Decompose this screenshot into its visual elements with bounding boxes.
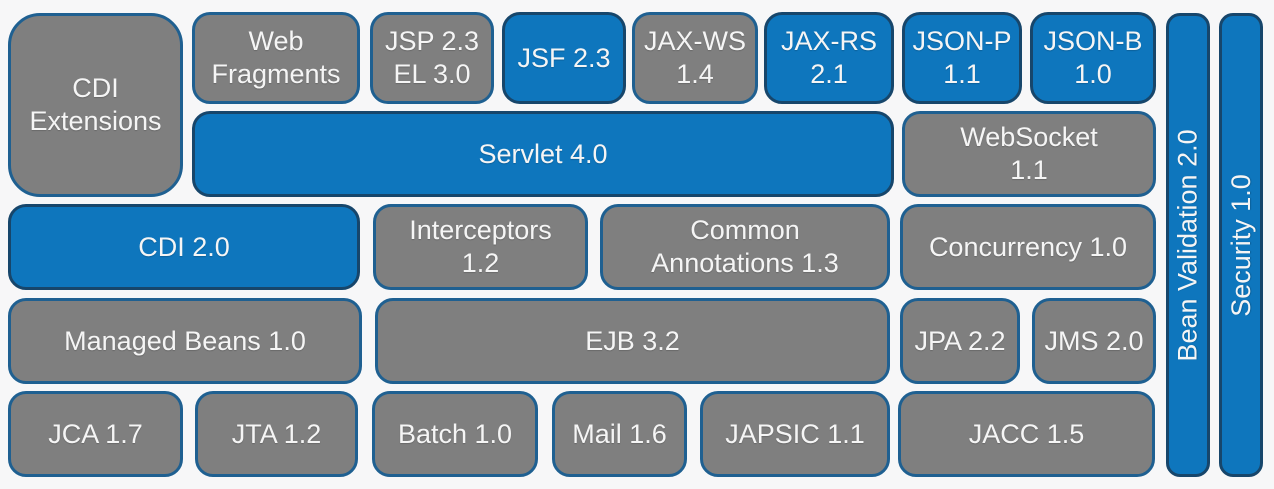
box-bean-validation: Bean Validation 2.0 <box>1166 13 1210 477</box>
box-jsp-label: JSP 2.3 EL 3.0 <box>384 26 480 89</box>
box-concurrency-label: Concurrency 1.0 <box>928 231 1128 262</box>
box-servlet: Servlet 4.0 <box>192 111 894 197</box>
box-mail: Mail 1.6 <box>552 391 687 477</box>
box-cdi-extensions-label: CDI Extensions <box>29 73 162 136</box>
box-websocket-label: WebSocket 1.1 <box>960 122 1098 185</box>
box-jax-rs: JAX-RS 2.1 <box>764 12 894 104</box>
box-web-fragments: Web Fragments <box>192 12 360 104</box>
box-managed-beans-label: Managed Beans 1.0 <box>64 325 306 356</box>
box-cdi-extensions: CDI Extensions <box>8 13 183 197</box>
box-json-p: JSON-P 1.1 <box>902 12 1022 104</box>
box-json-b-label: JSON-B 1.0 <box>1043 26 1143 89</box>
box-jacc-label: JACC 1.5 <box>968 418 1085 449</box>
box-ejb: EJB 3.2 <box>375 298 890 384</box>
box-batch-label: Batch 1.0 <box>397 418 513 449</box>
box-managed-beans: Managed Beans 1.0 <box>8 298 362 384</box>
box-servlet-label: Servlet 4.0 <box>478 138 608 169</box>
box-common-annotations-label: Common Annotations 1.3 <box>651 215 839 278</box>
box-json-b: JSON-B 1.0 <box>1030 12 1156 104</box>
box-jca-label: JCA 1.7 <box>48 418 143 449</box>
box-jta: JTA 1.2 <box>195 391 358 477</box>
box-ejb-label: EJB 3.2 <box>585 325 680 356</box>
box-mail-label: Mail 1.6 <box>572 418 667 449</box>
box-jax-ws-label: JAX-WS 1.4 <box>643 26 746 89</box>
box-interceptors-label: Interceptors 1.2 <box>409 215 552 278</box>
box-cdi: CDI 2.0 <box>8 204 360 290</box>
box-jsp: JSP 2.3 EL 3.0 <box>370 12 494 104</box>
box-jta-label: JTA 1.2 <box>231 418 322 449</box>
box-interceptors: Interceptors 1.2 <box>373 204 588 290</box>
box-jms-label: JMS 2.0 <box>1044 325 1144 356</box>
box-security-label: Security 1.0 <box>1225 173 1256 317</box>
box-security: Security 1.0 <box>1219 13 1263 477</box>
box-jacc: JACC 1.5 <box>898 391 1155 477</box>
box-jca: JCA 1.7 <box>8 391 183 477</box>
box-jms: JMS 2.0 <box>1032 298 1156 384</box>
box-bean-validation-label: Bean Validation 2.0 <box>1172 128 1203 362</box>
box-jsf: JSF 2.3 <box>502 12 626 104</box>
box-concurrency: Concurrency 1.0 <box>900 204 1156 290</box>
box-batch: Batch 1.0 <box>372 391 538 477</box>
box-japsic-label: JAPSIC 1.1 <box>725 418 865 449</box>
box-common-annotations: Common Annotations 1.3 <box>600 204 890 290</box>
box-web-fragments-label: Web Fragments <box>211 26 341 89</box>
box-jax-ws: JAX-WS 1.4 <box>632 12 758 104</box>
box-jpa-label: JPA 2.2 <box>914 325 1006 356</box>
box-jax-rs-label: JAX-RS 2.1 <box>780 26 878 89</box>
box-jpa: JPA 2.2 <box>900 298 1020 384</box>
box-jsf-label: JSF 2.3 <box>517 42 611 73</box>
box-json-p-label: JSON-P 1.1 <box>912 26 1012 89</box>
box-cdi-label: CDI 2.0 <box>138 231 230 262</box>
box-websocket: WebSocket 1.1 <box>902 111 1156 197</box>
box-japsic: JAPSIC 1.1 <box>700 391 890 477</box>
